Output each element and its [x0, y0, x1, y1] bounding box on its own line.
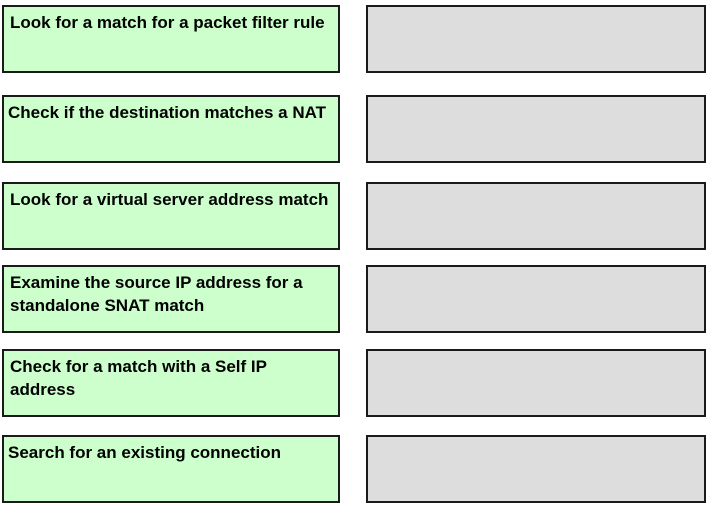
item-label: Examine the source IP address for a stan… [10, 273, 303, 315]
draggable-item-nat[interactable]: Check if the destination matches a NAT [2, 95, 340, 163]
drop-target-5[interactable] [366, 349, 706, 417]
item-label: Check if the destination matches a NAT [8, 103, 327, 122]
draggable-item-virtual-server[interactable]: Look for a virtual server address match [2, 182, 340, 250]
drop-target-1[interactable] [366, 5, 706, 73]
draggable-item-existing-connection[interactable]: Search for an existing connection [2, 435, 340, 503]
draggable-item-packet-filter[interactable]: Look for a match for a packet filter rul… [2, 5, 340, 73]
item-label: Search for an existing connection [8, 443, 282, 462]
item-label: Check for a match with a Self IP address [10, 357, 267, 399]
drop-target-4[interactable] [366, 265, 706, 333]
draggable-item-snat[interactable]: Examine the source IP address for a stan… [2, 265, 340, 333]
drop-target-2[interactable] [366, 95, 706, 163]
draggable-item-self-ip[interactable]: Check for a match with a Self IP address [2, 349, 340, 417]
drop-target-3[interactable] [366, 182, 706, 250]
item-label: Look for a match for a packet filter rul… [10, 13, 325, 32]
item-label: Look for a virtual server address match [10, 190, 329, 209]
drop-target-6[interactable] [366, 435, 706, 503]
